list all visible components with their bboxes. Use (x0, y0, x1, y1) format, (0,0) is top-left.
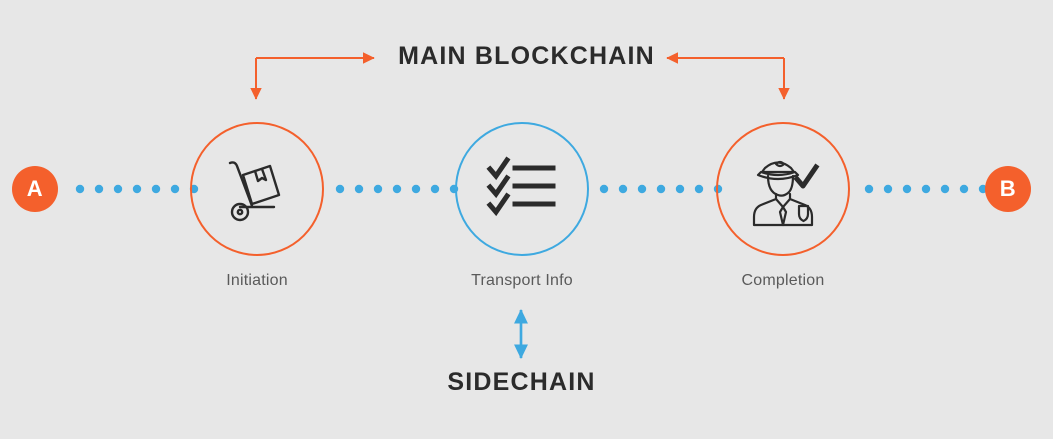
checklist-icon (455, 122, 589, 256)
hand-truck-package-icon (190, 122, 324, 256)
node-ring-transport-info[interactable] (455, 122, 589, 256)
main-blockchain-title: MAIN BLOCKCHAIN (398, 42, 655, 70)
node-ring-initiation[interactable] (190, 122, 324, 256)
dotted-link-completion-to-b (864, 184, 988, 194)
sidechain-title: SIDECHAIN (447, 368, 596, 396)
node-label-initiation: Initiation (226, 272, 288, 289)
dotted-link-transport-to-completion (599, 184, 723, 194)
officer-verified-icon (716, 122, 850, 256)
dotted-link-initiation-to-transport (335, 184, 459, 194)
node-label-completion: Completion (741, 272, 825, 289)
node-label-transport-info: Transport Info (471, 272, 573, 289)
endpoint-badge-a[interactable]: A (12, 166, 58, 212)
dotted-link-a-to-initiation (75, 184, 199, 194)
main-chain-arrow-right (666, 52, 790, 100)
main-chain-arrow-left (250, 52, 375, 100)
endpoint-badge-b[interactable]: B (985, 166, 1031, 212)
node-ring-completion[interactable] (716, 122, 850, 256)
